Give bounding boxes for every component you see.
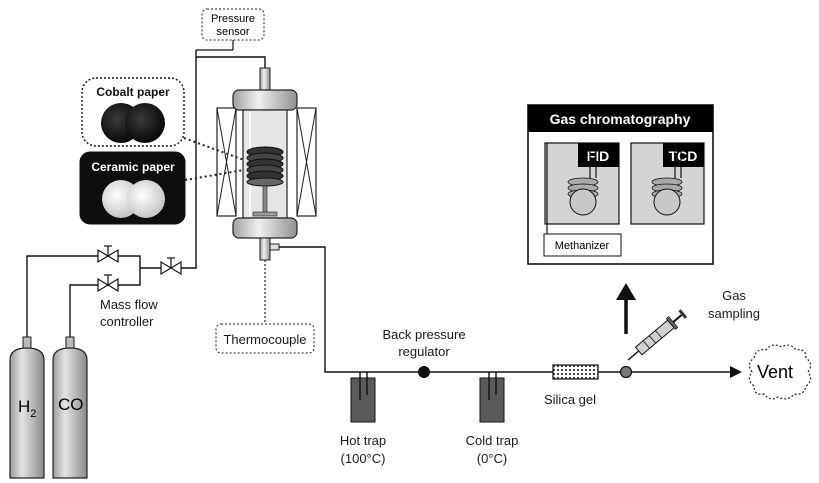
- svg-text:FID: FID: [587, 148, 610, 164]
- svg-text:Gas: Gas: [722, 288, 746, 303]
- sampling-port[interactable]: [619, 365, 633, 379]
- cobalt-paper-label: Cobalt paper: [96, 85, 170, 99]
- cobalt-paper-inset: Cobalt paper: [81, 77, 185, 147]
- hot-trap: Hot trap (100°C): [340, 372, 386, 466]
- gas-chromatograph: Gas chromatography FID TCD: [527, 104, 714, 265]
- h2-valve[interactable]: [97, 245, 119, 264]
- feed-valve[interactable]: [160, 257, 182, 276]
- reactor: [216, 67, 317, 261]
- cold-trap: Cold trap (0°C): [466, 372, 519, 466]
- co-valve[interactable]: [97, 274, 119, 293]
- co-label: CO: [58, 395, 84, 414]
- pressure-sensor: Pressure sensor: [196, 8, 265, 51]
- h2-cylinder: H2: [9, 336, 45, 479]
- arrow-up-icon: [616, 283, 636, 334]
- mass-flow-label-2: controller: [100, 314, 154, 329]
- svg-text:(0°C): (0°C): [477, 451, 507, 466]
- outlet-pipe: [279, 246, 730, 373]
- svg-text:(100°C): (100°C): [341, 451, 386, 466]
- back-pressure-regulator: Back pressure regulator: [382, 327, 466, 378]
- svg-text:Silica gel: Silica gel: [544, 392, 596, 407]
- svg-text:Vent: Vent: [757, 362, 793, 382]
- svg-text:regulator: regulator: [398, 344, 450, 359]
- catalyst-stack: [246, 146, 284, 187]
- svg-text:TCD: TCD: [669, 148, 698, 164]
- ceramic-paper-label: Ceramic paper: [91, 160, 175, 174]
- co-cylinder: CO: [52, 336, 88, 479]
- vent-cloud: Vent: [748, 344, 812, 400]
- svg-text:Pressure: Pressure: [211, 13, 255, 25]
- svg-text:Thermocouple: Thermocouple: [223, 332, 306, 347]
- vent-arrow: [730, 366, 742, 378]
- svg-text:Methanizer: Methanizer: [555, 240, 610, 252]
- mass-flow-label-1: Mass flow: [100, 297, 158, 312]
- svg-text:Cold trap: Cold trap: [466, 433, 519, 448]
- gc-title: Gas chromatography: [550, 111, 691, 127]
- svg-text:Back pressure: Back pressure: [382, 327, 465, 342]
- methanizer-box: Methanizer: [543, 233, 622, 257]
- svg-text:Hot trap: Hot trap: [340, 433, 386, 448]
- syringe-icon: [627, 309, 688, 361]
- svg-text:sensor: sensor: [216, 26, 249, 38]
- thermocouple-box: Thermocouple: [215, 323, 315, 354]
- h2-label: H2: [18, 397, 36, 420]
- tcd-detector: TCD: [630, 142, 705, 225]
- silica-gel-column: Silica gel: [544, 364, 599, 407]
- fid-detector: FID: [544, 142, 620, 234]
- ceramic-paper-inset: Ceramic paper: [79, 151, 186, 225]
- svg-text:sampling: sampling: [708, 306, 760, 321]
